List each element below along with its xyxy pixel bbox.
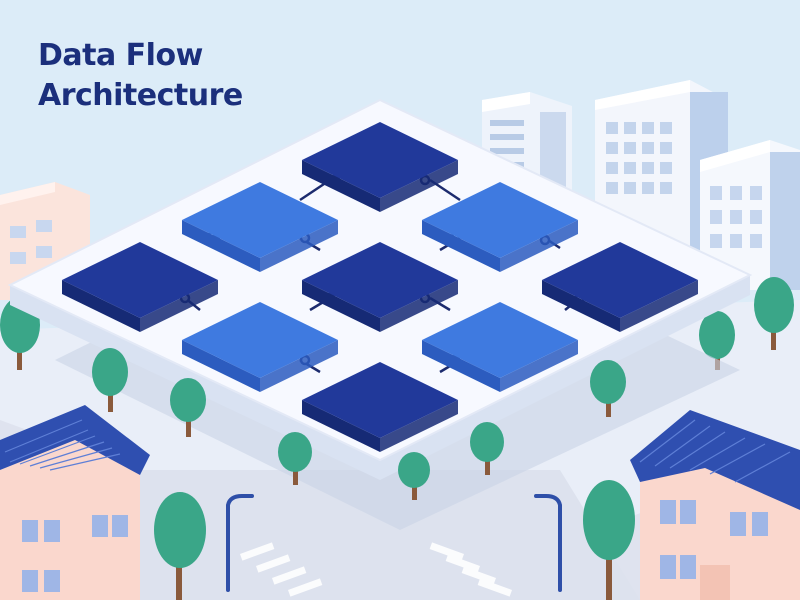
node-light-r3-c0 [182, 302, 338, 392]
node-light-r1-c1 [422, 182, 578, 272]
title-line-2: Architecture [38, 78, 243, 113]
page-title: Data Flow Architecture [38, 36, 358, 116]
road [60, 470, 640, 600]
node-light-r3-c1 [422, 302, 578, 392]
street-lamp [534, 494, 562, 592]
title-line-1: Data Flow [38, 38, 203, 73]
house [0, 405, 150, 600]
tree [470, 422, 504, 475]
house [630, 410, 800, 600]
tree [154, 492, 206, 600]
crosswalk [239, 542, 513, 597]
node-dark-r0-c0 [302, 122, 458, 212]
node-dark-r2-c0 [62, 242, 218, 332]
tree [699, 311, 735, 370]
building [700, 140, 800, 290]
tree [398, 452, 430, 500]
tree [278, 432, 312, 485]
street-lamp [226, 494, 254, 592]
tree [92, 348, 128, 412]
tree [754, 277, 794, 350]
node-dark-r4-c0 [302, 362, 458, 452]
node-light-r1-c0 [182, 182, 338, 272]
node-dark-r2-c2 [542, 242, 698, 332]
node-dark-r2-c1 [302, 242, 458, 332]
node-grid [62, 122, 698, 452]
tree [590, 360, 626, 417]
tree [583, 480, 635, 600]
tree [170, 378, 206, 437]
